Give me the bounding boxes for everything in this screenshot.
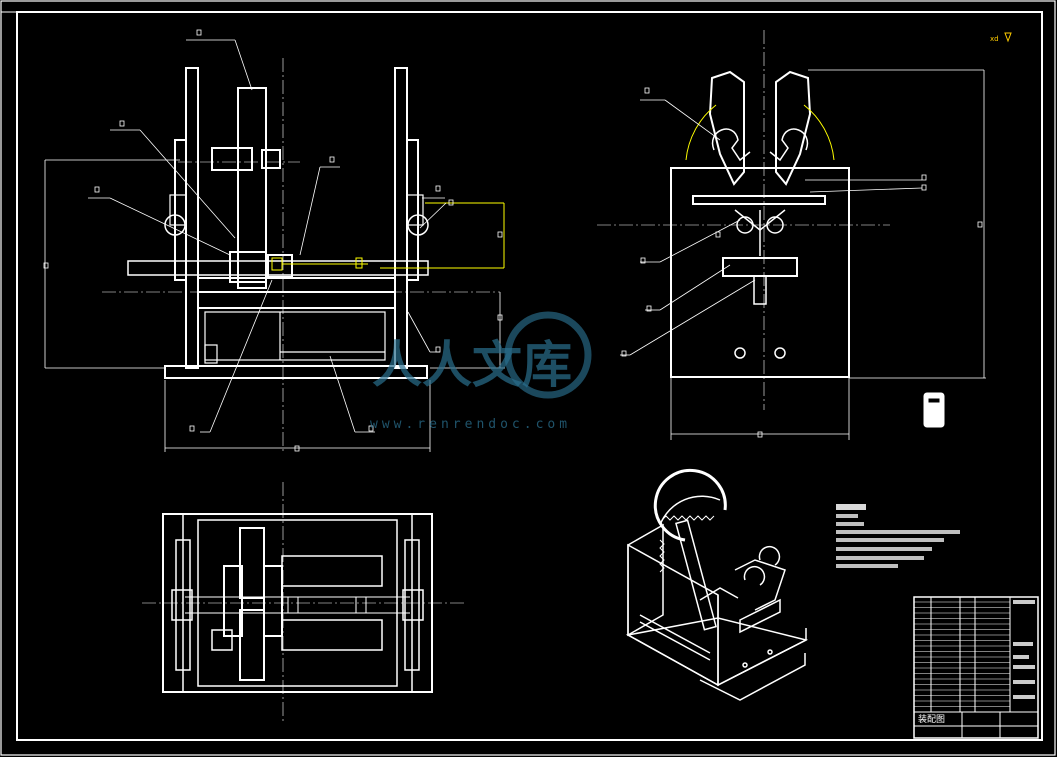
technical-notes (836, 504, 960, 568)
title-block (913, 596, 1039, 739)
side-centerlines (597, 30, 890, 410)
corner-mark: xd (990, 32, 1012, 43)
side-arcs (685, 104, 835, 161)
side-view (670, 70, 850, 378)
isometric-gear-teeth (659, 515, 715, 573)
watermark: 人人文库 www.renrendoc.com (370, 311, 592, 432)
top-shaft (185, 596, 410, 614)
title-block-fills (1013, 600, 1035, 699)
front-dimensions (44, 159, 505, 452)
side-dimensions (670, 69, 986, 440)
title-drawing-name: 装配图 (918, 713, 945, 725)
front-balloons (43, 29, 503, 452)
roughness-symbol (923, 392, 945, 428)
side-leaders (620, 99, 923, 356)
watermark-url: www.renrendoc.com (370, 417, 571, 432)
title-block-rows (914, 601, 1010, 707)
front-centerlines (102, 58, 500, 452)
isometric-view (625, 468, 809, 701)
top-centerlines (142, 482, 465, 722)
front-view (127, 67, 429, 379)
front-leaders (88, 39, 447, 433)
svg-text:xd: xd (990, 35, 999, 43)
side-balloons (621, 87, 983, 438)
watermark-text: 人人文库 (372, 335, 572, 394)
front-highlight (271, 202, 505, 271)
